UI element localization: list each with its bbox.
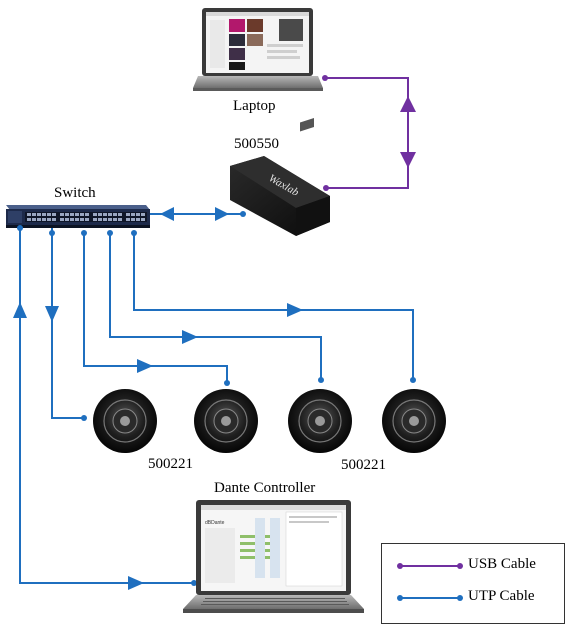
laptop-label: Laptop (233, 98, 276, 114)
speaker-group-label-right: 500221 (341, 457, 386, 473)
switch-label: Switch (54, 185, 96, 201)
speaker-group-label-left: 500221 (148, 456, 193, 472)
legend-label-utp: UTP Cable (468, 588, 535, 604)
usb-cable (325, 77, 409, 189)
usb-cable-swatch (397, 563, 463, 569)
network-switch-icon (6, 205, 150, 228)
utp-cable-swatch (397, 595, 463, 601)
controller-label: Dante Controller (214, 480, 316, 496)
usb-adapter-icon: Waxlab (230, 117, 330, 236)
ceiling-speaker-icon (382, 389, 446, 453)
legend-item-usb: USB Cable (382, 554, 564, 578)
legend-label-usb: USB Cable (468, 556, 536, 572)
ceiling-speaker-icon (93, 389, 157, 453)
legend: USB Cable UTP Cable (381, 543, 565, 624)
adapter-label: 500550 (234, 136, 279, 152)
laptop-icon (193, 8, 323, 91)
ceiling-speaker-icon (288, 389, 352, 453)
usb-cable-markers (322, 75, 416, 191)
controller-screen-title: dBDante (205, 520, 225, 526)
legend-item-utp: UTP Cable (382, 586, 564, 610)
laptop-icon: dBDante (183, 500, 364, 613)
utp-cable-markers (13, 207, 416, 590)
ceiling-speaker-icon (194, 389, 258, 453)
